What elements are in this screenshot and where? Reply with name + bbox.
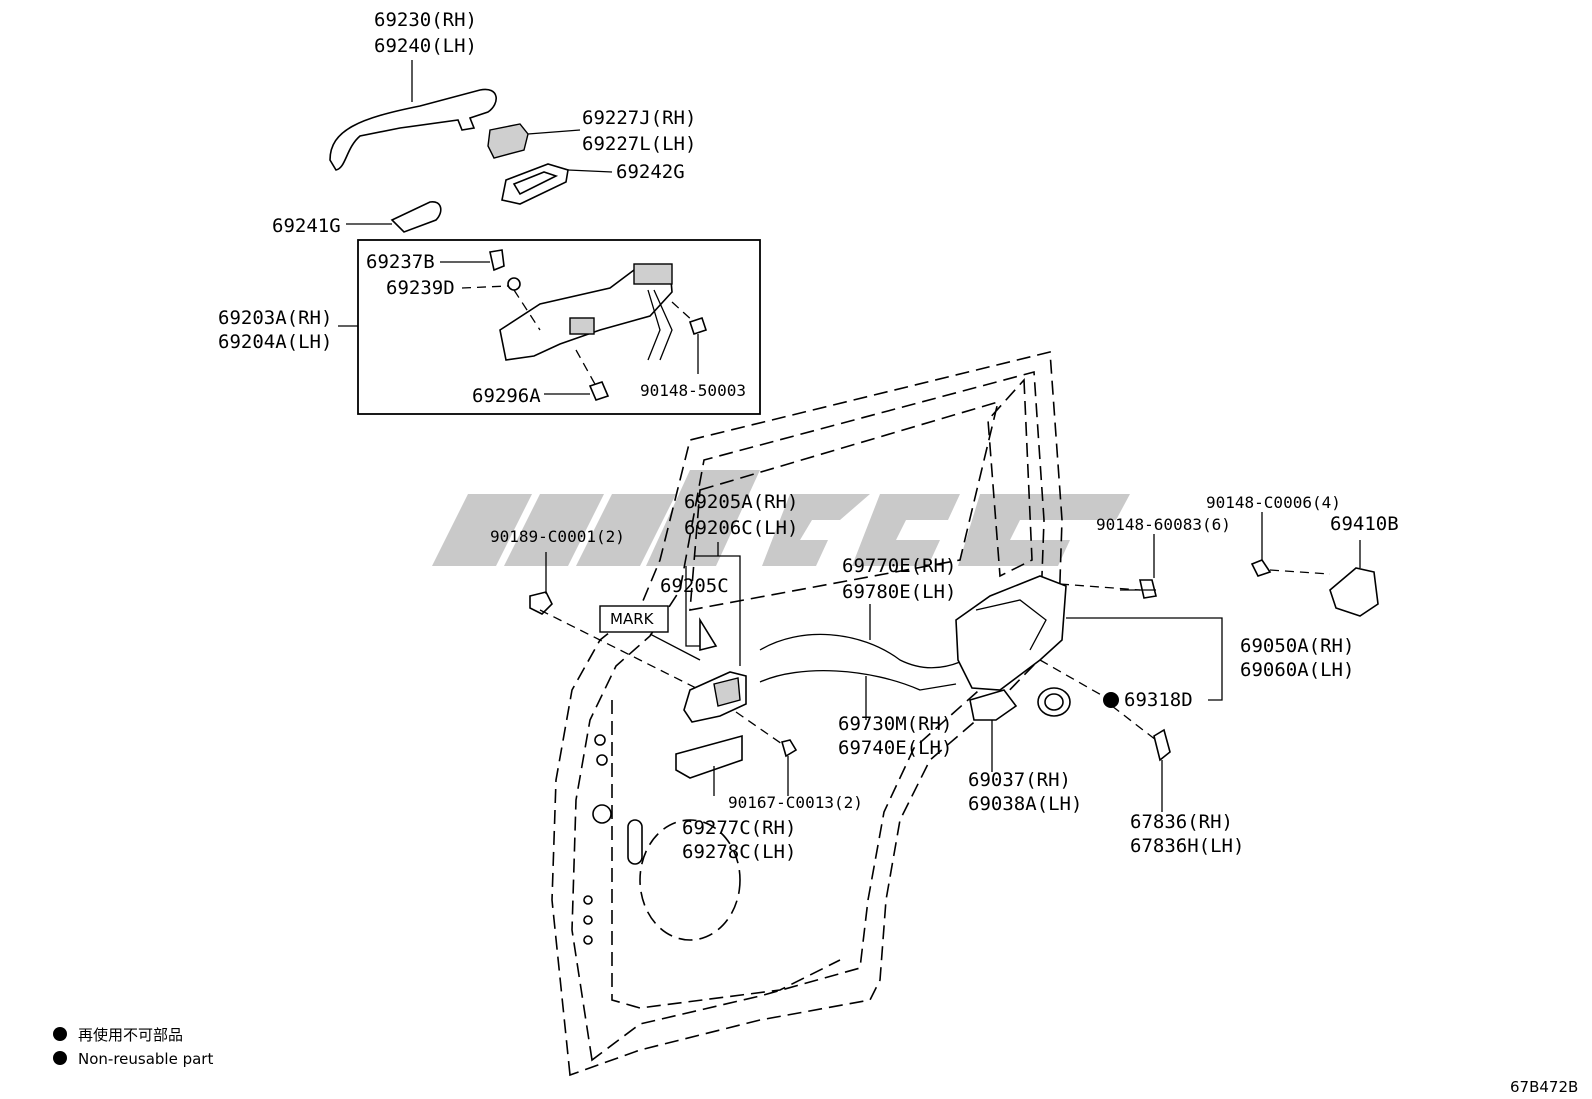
label-69240: 69240(LH) — [374, 35, 477, 57]
door-outline — [551, 350, 1063, 1077]
label-69239d: 69239D — [386, 277, 455, 299]
non-reusable-dot — [1103, 692, 1119, 708]
label-69230: 69230(RH) — [374, 9, 477, 31]
label-mark: MARK — [610, 610, 655, 628]
label-90148-60083: 90148-60083(6) — [1096, 515, 1231, 534]
legend-dot-1 — [53, 1027, 67, 1041]
label-67836: 67836(RH) — [1130, 811, 1233, 833]
label-69770e: 69770E(RH) — [842, 555, 956, 577]
part-labels: 69230(RH) 69240(LH) 69227J(RH) 69227L(LH… — [218, 9, 1399, 863]
handle-pad — [346, 201, 442, 233]
label-69206c: 69206C(LH) — [684, 517, 798, 539]
label-69060a: 69060A(LH) — [1240, 659, 1354, 681]
label-69318d: 69318D — [1124, 689, 1193, 711]
label-69278c: 69278C(LH) — [682, 841, 796, 863]
label-67836h: 67836H(LH) — [1130, 835, 1244, 857]
door-striker — [1329, 540, 1379, 617]
legend-text-ja: 再使用不可部品 — [78, 1026, 183, 1044]
lock-cables — [759, 604, 961, 720]
label-69296a: 69296A — [472, 385, 541, 407]
label-69237b: 69237B — [366, 251, 435, 273]
label-69037: 69037(RH) — [968, 769, 1071, 791]
label-69204a: 69204A(LH) — [218, 331, 332, 353]
label-69227j: 69227J(RH) — [582, 107, 696, 129]
label-69241g: 69241G — [272, 215, 341, 237]
washer-and-seal — [1037, 687, 1171, 812]
figure-code: 67B472B — [1510, 1078, 1578, 1096]
label-69730m: 69730M(RH) — [838, 713, 952, 735]
label-69277c: 69277C(RH) — [682, 817, 796, 839]
label-90148-c0006: 90148-C0006(4) — [1206, 493, 1341, 512]
label-69227l: 69227L(LH) — [582, 133, 696, 155]
frame-group-box — [357, 239, 761, 415]
fasteners — [529, 512, 1331, 796]
handle-cap — [487, 123, 581, 159]
label-69205a: 69205A(RH) — [684, 491, 798, 513]
label-90148-50003: 90148-50003 — [640, 381, 746, 400]
label-69205c: 69205C — [660, 575, 729, 597]
watermark-logo — [432, 470, 1130, 566]
label-69780e: 69780E(LH) — [842, 581, 956, 603]
label-90189-c0001: 90189-C0001(2) — [490, 527, 625, 546]
label-69203a: 69203A(RH) — [218, 307, 332, 329]
handle-bezel — [675, 734, 743, 796]
label-69050a: 69050A(RH) — [1240, 635, 1354, 657]
legend-dot-2 — [53, 1051, 67, 1065]
door-lock — [955, 575, 1223, 701]
label-69410b: 69410B — [1330, 513, 1399, 535]
inside-handle — [649, 542, 747, 723]
lock-cover — [969, 689, 1018, 772]
label-69740e: 69740E(LH) — [838, 737, 952, 759]
label-69038a: 69038A(LH) — [968, 793, 1082, 815]
mark-box — [599, 605, 669, 633]
label-69242g: 69242G — [616, 161, 685, 183]
handle-gasket — [501, 163, 613, 205]
outside-handle — [329, 60, 497, 171]
legend: 再使用不可部品 Non-reusable part — [53, 1026, 213, 1068]
handle-frame — [338, 249, 708, 401]
label-90167-c0013: 90167-C0013(2) — [728, 793, 863, 812]
legend-text-en: Non-reusable part — [78, 1050, 213, 1068]
